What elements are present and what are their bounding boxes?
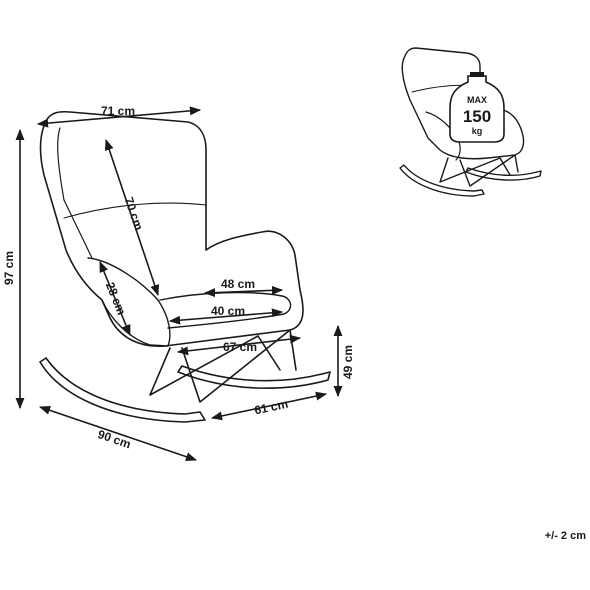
small-chair-frame: [439, 154, 519, 187]
dim-line-rocker-width: [210, 391, 328, 421]
label-width-top: 71 cm: [101, 104, 135, 118]
dim-line-seat-depth: [168, 308, 284, 325]
small-chair-rocker-left: [399, 164, 485, 197]
dim-line-seat-width: [203, 285, 284, 298]
label-seat-depth: 40 cm: [211, 304, 245, 318]
chair-rocker-right: [177, 365, 331, 389]
dim-line-backrest-side: [99, 260, 131, 337]
max-load-unit: kg: [472, 126, 483, 136]
label-rocker-length: 90 cm: [96, 427, 133, 451]
weight-bottle-cap: [470, 72, 484, 77]
max-load-label: MAX: [467, 95, 487, 105]
max-load-weight-icon: MAX 150 kg: [449, 72, 505, 143]
weight-bottle-shape: [449, 75, 505, 143]
chair-back-shell: [39, 110, 304, 348]
dimension-lines: [15, 106, 343, 461]
main-chair-illustration: [39, 110, 331, 423]
label-total-height: 97 cm: [2, 251, 16, 285]
dim-line-width-top: [36, 106, 202, 128]
dim-line-back-height: [104, 138, 160, 297]
dim-line-seat-front-width: [176, 334, 302, 356]
label-seat-height: 49 cm: [341, 345, 355, 379]
chair-rocker-left: [39, 357, 206, 423]
label-rocker-width: 61 cm: [253, 397, 289, 418]
label-back-height: 70 cm: [122, 195, 146, 232]
label-seat-width: 48 cm: [221, 277, 255, 291]
dim-line-rocker-length: [38, 406, 198, 461]
label-seat-front-width: 67 cm: [223, 340, 257, 354]
tolerance-note: +/- 2 cm: [545, 530, 586, 542]
chair-back-inner: [57, 127, 93, 259]
max-load-value: 150: [463, 107, 491, 126]
small-chair-back: [401, 47, 525, 160]
small-chair-rocker-right: [465, 167, 542, 181]
